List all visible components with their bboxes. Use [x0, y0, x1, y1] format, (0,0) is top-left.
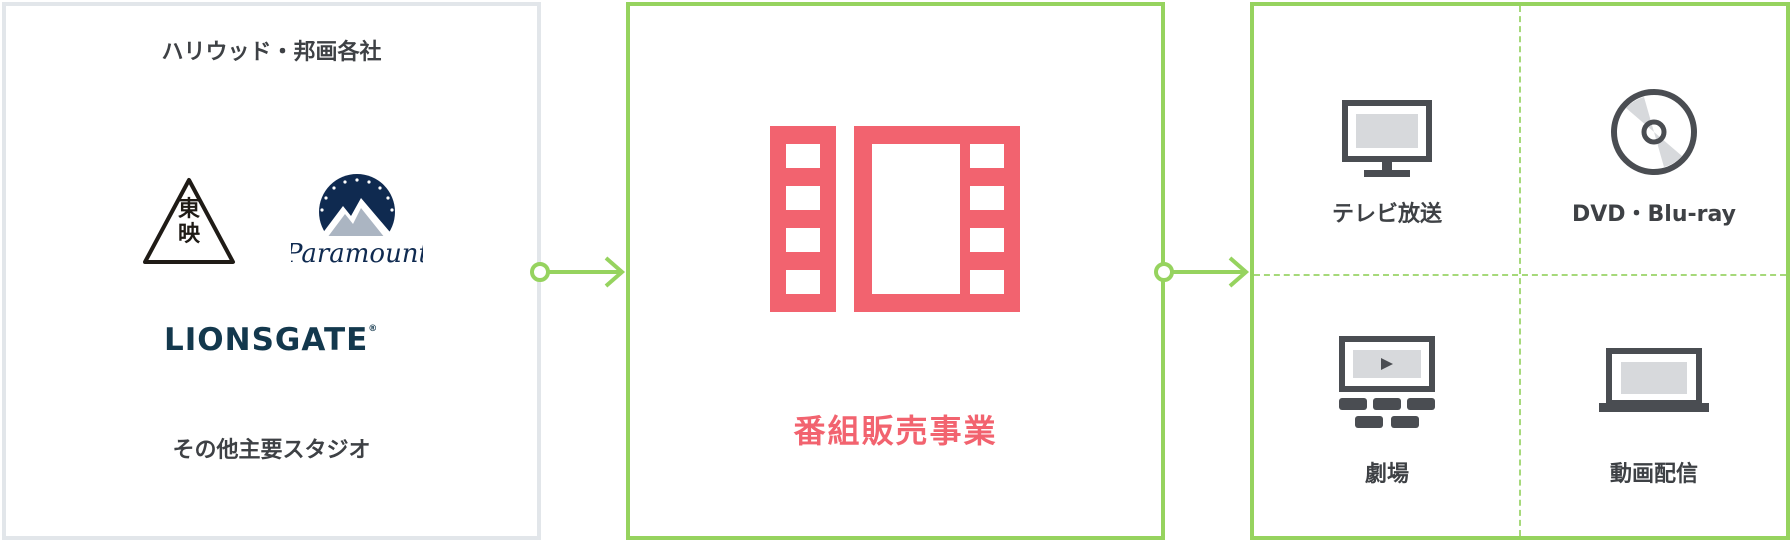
- outlet-theater-label: 劇場: [1364, 462, 1409, 487]
- tv-icon: [1342, 100, 1432, 177]
- toei-logo: 東 映: [143, 178, 235, 264]
- paramount-logo-text: Paramount: [291, 239, 423, 269]
- outlet-theater: 劇場: [1254, 276, 1520, 542]
- business-label: 番組販売事業: [793, 412, 998, 450]
- outlet-streaming: 動画配信: [1521, 276, 1787, 542]
- toei-logo-char-1: 東: [178, 197, 200, 222]
- outlet-tv: テレビ放送: [1254, 6, 1520, 272]
- lionsgate-registered-mark: ®: [368, 324, 379, 334]
- toei-logo-char-2: 映: [178, 222, 201, 247]
- theater-icon: [1339, 336, 1435, 428]
- outlet-tv-label: テレビ放送: [1331, 202, 1442, 227]
- outlet-dvd: DVD・Blu-ray: [1521, 6, 1787, 272]
- disc-icon: [1611, 89, 1697, 175]
- suppliers-panel: ハリウッド・邦画各社 東 映 Paramount LIONSGATE® その他主…: [2, 2, 541, 540]
- suppliers-footer: その他主要スタジオ: [172, 438, 371, 463]
- business-panel: 番組販売事業: [626, 2, 1165, 540]
- laptop-icon: [1599, 348, 1709, 412]
- flow-arrow-1: [530, 256, 626, 288]
- lionsgate-logo-text: LIONSGATE: [164, 322, 369, 358]
- outlets-divider-horizontal: [1254, 274, 1786, 276]
- outlets-panel: テレビ放送 DVD・Blu-ray: [1250, 2, 1790, 540]
- flow-arrow-2: [1154, 256, 1250, 288]
- outlets-divider-vertical: [1519, 6, 1521, 536]
- outlet-streaming-label: 動画配信: [1609, 462, 1698, 487]
- film-icon: [770, 126, 1020, 312]
- suppliers-title: ハリウッド・邦画各社: [161, 40, 382, 65]
- paramount-logo: Paramount: [291, 174, 423, 272]
- lionsgate-logo: LIONSGATE®: [164, 322, 378, 358]
- outlet-dvd-label: DVD・Blu-ray: [1571, 202, 1736, 227]
